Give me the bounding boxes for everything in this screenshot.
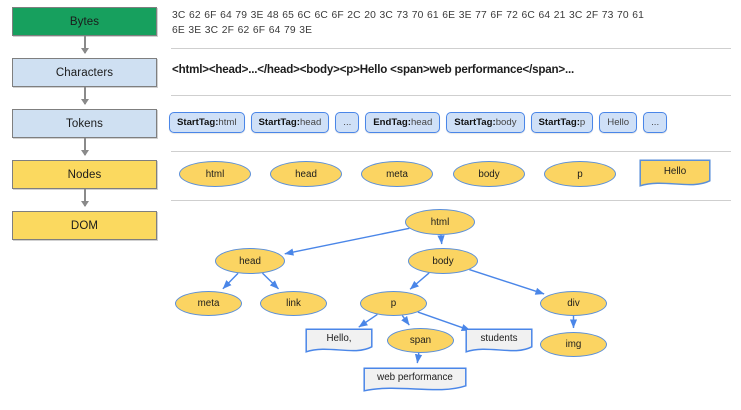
node-ellipse[interactable]: p: [544, 161, 616, 187]
node-label: body: [478, 168, 500, 180]
node-label: Hello: [663, 165, 687, 177]
tree-node-label: web performance: [377, 372, 453, 383]
token-pill[interactable]: ...: [643, 112, 668, 133]
pipeline-stage-characters[interactable]: Characters: [12, 58, 157, 87]
tree-edge: [414, 352, 423, 364]
tree-node-label: head: [239, 255, 261, 267]
bytes-hex-line-1: 3C 62 6F 64 79 3E 48 65 6C 6C 6F 2C 20 3…: [172, 10, 645, 21]
dom-tree-edges: [222, 227, 578, 364]
pipeline-stage-bytes[interactable]: Bytes: [12, 7, 157, 36]
tree-node-label: body: [432, 255, 454, 267]
divider-nodes-dom: [171, 200, 731, 201]
token-value: ...: [343, 117, 352, 128]
pipeline-stage-nodes[interactable]: Nodes: [12, 160, 157, 189]
tree-node-label: students: [480, 333, 518, 344]
pipeline-stage-label: Bytes: [69, 15, 100, 28]
tree-node-label: Hello,: [326, 333, 352, 344]
node-ellipse[interactable]: body: [453, 161, 525, 187]
pipeline-stage-label: Characters: [55, 66, 114, 79]
node-label: meta: [386, 168, 408, 180]
tree-node-label: span: [409, 335, 432, 346]
nodes-row: html head meta body p Hello: [165, 158, 741, 194]
bytes-hex-line-2: 6E 3E 3C 2F 62 6F 64 79 3E: [172, 25, 313, 36]
pipeline-stage-dom[interactable]: DOM: [12, 211, 157, 240]
tree-element-node[interactable]: html: [405, 209, 475, 235]
token-pill[interactable]: StartTag: p: [530, 112, 594, 133]
tree-element-node[interactable]: link: [260, 291, 327, 316]
token-value: Hello: [607, 117, 630, 128]
tree-edge: [261, 272, 280, 290]
token-pill[interactable]: StartTag: body: [446, 112, 525, 133]
divider-characters-tokens: [171, 95, 731, 96]
token-kind: StartTag:: [454, 117, 496, 128]
pipeline-stage-label: Nodes: [67, 168, 102, 181]
token-value: head: [410, 117, 433, 128]
tree-text-node[interactable]: Hello,: [305, 328, 373, 353]
tree-edge: [358, 313, 378, 328]
token-value: head: [299, 117, 322, 128]
token-pill[interactable]: StartTag: html: [169, 112, 245, 133]
tree-edge: [469, 268, 545, 295]
node-ellipse[interactable]: head: [270, 161, 342, 187]
tree-element-node[interactable]: meta: [175, 291, 242, 316]
node-text-hello[interactable]: Hello: [639, 159, 711, 187]
node-label: html: [205, 168, 225, 180]
token-pill[interactable]: EndTag: head: [365, 112, 441, 133]
token-pill[interactable]: StartTag: head: [250, 112, 330, 133]
characters-markup-text: <html><head>...</head><body><p>Hello <sp…: [172, 63, 575, 76]
pipeline-stage-tokens[interactable]: Tokens: [12, 109, 157, 138]
pipeline-arrow-4: [81, 189, 88, 207]
tree-node-label: p: [390, 298, 397, 309]
tree-element-node[interactable]: p: [360, 291, 427, 316]
token-pill[interactable]: ...: [335, 112, 360, 133]
tree-edge: [222, 272, 239, 290]
token-value: ...: [651, 117, 660, 128]
tree-edge: [417, 311, 471, 332]
tree-edge: [401, 315, 410, 326]
tree-text-node[interactable]: web performance: [363, 367, 467, 392]
tree-element-node[interactable]: img: [540, 332, 607, 357]
tree-node-label: html: [430, 216, 450, 228]
token-kind: EndTag:: [373, 117, 411, 128]
tree-element-node[interactable]: body: [408, 248, 478, 274]
tree-edge: [437, 234, 445, 245]
token-kind: StartTag:: [258, 117, 300, 128]
token-value: p: [579, 117, 586, 128]
token-kind: StartTag:: [177, 117, 219, 128]
pipeline-arrow-3: [81, 138, 88, 156]
pipeline-arrow-1: [81, 36, 88, 54]
tree-element-node[interactable]: div: [540, 291, 607, 316]
node-ellipse[interactable]: meta: [361, 161, 433, 187]
tree-node-label: link: [286, 298, 301, 309]
pipeline-arrow-2: [81, 87, 88, 105]
bytes-hex-text: 3C 62 6F 64 79 3E 48 65 6C 6C 6F 2C 20 3…: [172, 8, 732, 38]
tree-edge: [409, 272, 430, 290]
token-kind: StartTag:: [538, 117, 580, 128]
tree-element-node[interactable]: span: [387, 328, 454, 353]
tree-node-label: img: [565, 339, 582, 350]
divider-bytes-characters: [171, 48, 731, 49]
node-label: head: [295, 168, 317, 180]
node-label: p: [577, 168, 583, 180]
pipeline-stage-label: Tokens: [65, 117, 104, 130]
tree-node-label: meta: [197, 298, 220, 309]
tree-node-label: div: [567, 298, 580, 309]
token-value: body: [495, 117, 517, 128]
node-ellipse[interactable]: html: [179, 161, 251, 187]
tree-text-node[interactable]: students: [465, 328, 533, 353]
pipeline-column: Bytes Characters Tokens Nodes DOM: [0, 0, 165, 410]
pipeline-stage-label: DOM: [70, 219, 99, 232]
tree-edge: [284, 227, 410, 256]
token-value: html: [218, 117, 237, 128]
content-column: 3C 62 6F 64 79 3E 48 65 6C 6C 6F 2C 20 3…: [165, 0, 741, 410]
token-pill[interactable]: Hello: [599, 112, 638, 133]
tree-element-node[interactable]: head: [215, 248, 285, 274]
divider-tokens-nodes: [171, 151, 731, 152]
